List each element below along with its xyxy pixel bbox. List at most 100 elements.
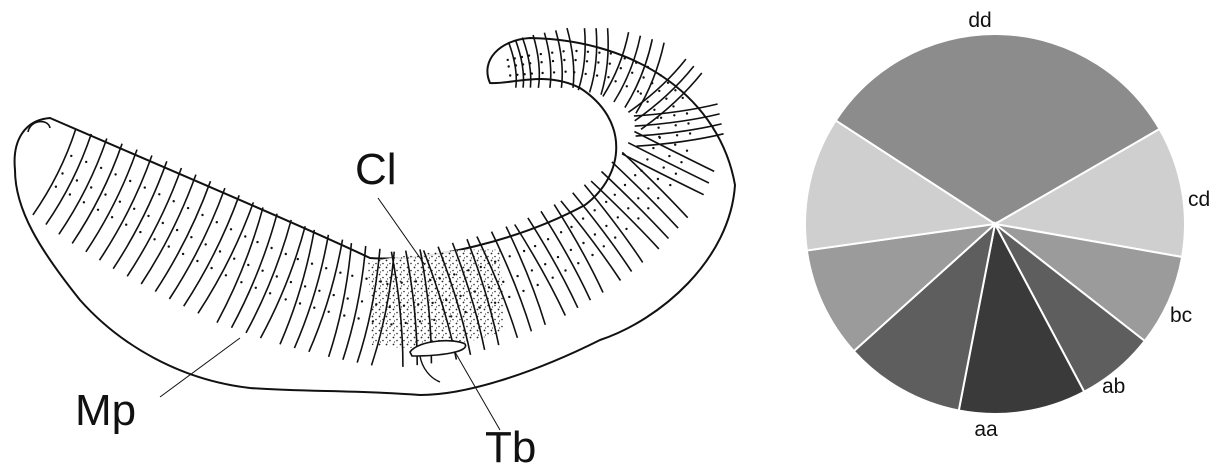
- segment-dot: [637, 197, 639, 199]
- segment-dot: [624, 184, 626, 186]
- segment-dot: [610, 52, 612, 54]
- segment-dot: [285, 253, 287, 255]
- segment-dot: [467, 269, 469, 271]
- segment-dot: [646, 158, 648, 160]
- segment-dot: [597, 61, 599, 63]
- segment-dot: [607, 76, 609, 78]
- segment-dot: [450, 315, 452, 317]
- segment-dot: [614, 236, 616, 238]
- segment-dot: [582, 242, 584, 244]
- segment-dot: [445, 299, 447, 301]
- segment-dot: [162, 222, 164, 224]
- segment-dot: [647, 187, 649, 189]
- segment-dot: [627, 207, 629, 209]
- segment-dot: [634, 174, 636, 176]
- segment-dot: [596, 74, 598, 76]
- male-pore-label: Mp: [75, 386, 136, 435]
- wheel-label-aa: aa: [974, 418, 998, 441]
- segment-dot: [403, 305, 405, 307]
- segment-dot: [522, 290, 524, 292]
- segment-dot: [674, 89, 676, 91]
- segment-dot: [531, 72, 533, 74]
- segment-dot: [187, 207, 189, 209]
- segment-dot: [667, 82, 669, 84]
- segment-dot: [244, 235, 246, 237]
- segment-dot: [210, 267, 212, 269]
- segment-dot: [333, 294, 335, 296]
- segment-dot: [668, 155, 670, 157]
- segment-dot: [564, 71, 566, 73]
- segment-dot: [431, 302, 433, 304]
- segment-dot: [663, 166, 665, 168]
- wheel-label-cd: cd: [1188, 188, 1210, 211]
- segment-dot: [540, 53, 542, 55]
- segment-dot: [605, 201, 607, 203]
- segment-dot: [297, 258, 299, 260]
- segment-dot: [665, 98, 667, 100]
- segment-dot: [311, 263, 313, 265]
- segment-dot: [502, 281, 504, 283]
- segment-dot: [573, 71, 575, 73]
- segment-dot: [55, 186, 57, 188]
- segment-dot: [61, 172, 63, 174]
- segment-dot: [205, 243, 207, 245]
- segment-dot: [83, 201, 85, 203]
- segment-dot: [256, 241, 258, 243]
- segment-dot: [111, 216, 113, 218]
- segment-dot: [269, 292, 271, 294]
- segment-dot: [429, 279, 431, 281]
- segment-dot: [537, 284, 539, 286]
- segment-dot: [182, 253, 184, 255]
- segment-dot: [523, 73, 525, 75]
- segment-dot: [605, 225, 607, 227]
- segment-dot: [582, 217, 584, 219]
- segment-dot: [90, 186, 92, 188]
- segment-dot: [659, 74, 661, 76]
- segment-dot: [453, 273, 455, 275]
- segment-dot: [339, 272, 341, 274]
- tubercle-label: Tb: [485, 423, 536, 465]
- segment-dot: [577, 262, 579, 264]
- segment-dot: [270, 247, 272, 249]
- segment-dot: [575, 50, 577, 52]
- segment-dot: [375, 303, 377, 305]
- segment-dot: [365, 278, 367, 280]
- segment-dot: [97, 209, 99, 211]
- segment-dot: [144, 186, 146, 188]
- segment-dot: [85, 161, 87, 163]
- segment-dot: [669, 184, 671, 186]
- segment-dot: [173, 200, 175, 202]
- segment-dot: [318, 290, 320, 292]
- segment-dot: [552, 277, 554, 279]
- segment-dot: [125, 224, 127, 226]
- segment-dot: [614, 194, 616, 196]
- segment-dot: [624, 57, 626, 59]
- segment-dot: [190, 236, 192, 238]
- segment-dot: [523, 250, 525, 252]
- segment-dot: [347, 297, 349, 299]
- segment-dot: [551, 52, 553, 54]
- segment-dot: [153, 238, 155, 240]
- segment-dot: [419, 320, 421, 322]
- segment-dot: [646, 101, 648, 103]
- segment-dot: [675, 124, 677, 126]
- segment-dot: [100, 167, 102, 169]
- segment-dot: [609, 63, 611, 65]
- segment-dot: [261, 270, 263, 272]
- clitellum-leader-line: [378, 198, 425, 265]
- segment-dot: [389, 306, 391, 308]
- segment-dot: [201, 214, 203, 216]
- segment-dot: [168, 245, 170, 247]
- segment-dot: [233, 258, 235, 260]
- segment-dot: [656, 117, 658, 119]
- segment-dot: [689, 132, 691, 134]
- segment-dot: [390, 323, 392, 325]
- segment-dot: [380, 280, 382, 282]
- segment-dot: [682, 97, 684, 99]
- segment-dot: [509, 255, 511, 257]
- segment-dot: [674, 144, 676, 146]
- segment-dot: [603, 245, 605, 247]
- segment-dot: [405, 322, 407, 324]
- segment-dot: [540, 61, 542, 63]
- segment-dot: [642, 76, 644, 78]
